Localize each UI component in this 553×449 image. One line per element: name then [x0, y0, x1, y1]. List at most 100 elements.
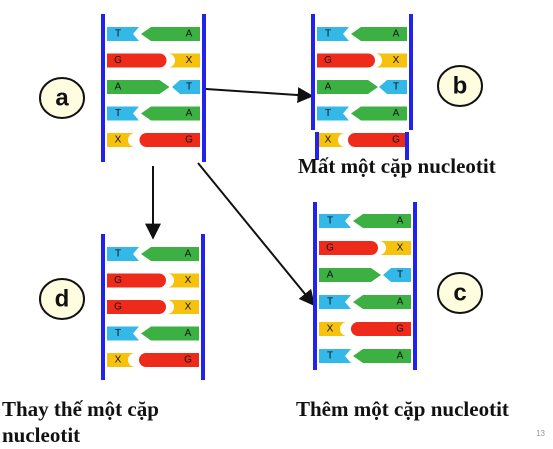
strand-b-pair-2-right-letter: T: [393, 82, 399, 93]
strand-d-pair-4-right-base: [139, 353, 199, 367]
circle-c-letter: c: [453, 280, 466, 307]
strand-b-right-backbone-lower: [405, 132, 409, 160]
strand-b-pair-3-right-letter: A: [393, 108, 400, 119]
strand-b-pair-4-left-base: [317, 133, 345, 147]
strand-d-pair-1-right-letter: X: [185, 275, 192, 286]
strand-d-pair-1-left-letter: G: [114, 275, 122, 286]
arrows-group: [145, 87, 316, 307]
strand-b-pair-2-left-base: [317, 80, 378, 94]
caption-insertion: Thêm một cặp nucleotit: [296, 397, 509, 421]
strand-c-pair-3-left-base: [319, 295, 351, 309]
strand-a-left-backbone: [101, 14, 105, 162]
caption-deletion: Mất một cặp nucleotit: [298, 154, 496, 178]
strand-c-pair-4-left-base: [319, 322, 347, 336]
circle-a: [39, 77, 85, 119]
strand-c-pair-5-right-base: [353, 349, 411, 363]
strand-a-pair-2-left-letter: A: [115, 82, 122, 93]
strand-a-pair-2-right-base: [172, 80, 200, 94]
strand-d-pair-3-left-letter: T: [115, 328, 121, 339]
circle-b: [437, 65, 483, 107]
strand-a-pair-0-left-base: [107, 27, 139, 41]
strand-c-pair-2-left-letter: A: [327, 270, 334, 281]
strand-d-pair-2-right-letter: X: [185, 302, 192, 313]
strand-d-pair-0-left-base: [107, 247, 139, 261]
label-circle-d: d: [39, 278, 85, 320]
strand-c-pair-3-right-letter: A: [397, 297, 404, 308]
strand-c-pair-0-left-letter: T: [327, 216, 333, 227]
strand-c-pair-4-left-letter: X: [327, 324, 334, 335]
strand-d-pair-3-right-base: [141, 326, 199, 341]
strand-c-pair-5-left-base: [319, 349, 351, 363]
strand-b-pair-1-left-letter: G: [324, 55, 332, 66]
strand-a-pair-4-left-base: [107, 133, 135, 147]
strand-d-pair-1-left-base: [107, 273, 166, 288]
strand-d-right-backbone: [201, 234, 205, 380]
strand-d-pair-0-left-letter: T: [115, 249, 121, 260]
strand-a-pair-3-left-base: [107, 106, 139, 121]
strand-a-pair-3-right-base: [141, 106, 200, 121]
strand-a-pair-0-right-base: [141, 27, 200, 41]
strand-b-pair-1-right-letter: X: [393, 55, 400, 66]
strand-d-pair-1-right-base: [167, 273, 199, 288]
page-number: 13: [536, 429, 545, 438]
circle-d: [39, 278, 85, 320]
strand-b-pair-3-left-letter: T: [325, 108, 331, 119]
strand-b-pair-4-left-letter: X: [325, 135, 332, 146]
strand-d-pair-2-left-letter: G: [114, 302, 122, 313]
arrow-a-to-c: [197, 162, 316, 307]
strand-b-left-backbone-lower: [315, 132, 319, 160]
circle-d-letter: d: [55, 286, 70, 313]
strand-a-pair-0-left-letter: T: [115, 29, 121, 40]
caption-substitution: Thay thế một cặp nucleotit: [2, 397, 159, 447]
strand-c-pair-3-left-letter: T: [327, 297, 333, 308]
strand-b-pair-0-left-letter: T: [325, 29, 331, 40]
strand-b-pair-2-right-base: [379, 80, 407, 94]
strand-c-right-backbone: [413, 202, 417, 370]
circle-b-letter: b: [453, 73, 468, 100]
strand-c-pair-1-right-base: [379, 241, 411, 255]
strand-b-pair-3-left-base: [317, 106, 349, 121]
strand-a-pair-1-left-base: [107, 53, 167, 68]
strand-c-pair-0-right-base: [353, 214, 411, 228]
strand-b-pair-3-right-base: [351, 106, 407, 121]
strand-d-pair-4-left-letter: X: [115, 355, 122, 366]
strand-a-pair-0-right-letter: A: [186, 29, 193, 40]
strand-b-pair-0-right-base: [351, 27, 407, 41]
label-circle-b: b: [437, 65, 483, 107]
strand-a-pair-1-right-letter: X: [186, 55, 193, 66]
arrow-a-to-b: [205, 87, 314, 104]
strand-c-pair-0-right-letter: A: [397, 216, 404, 227]
strand-d-pair-3-right-letter: A: [185, 328, 192, 339]
strand-a-pair-3-left-letter: T: [115, 108, 121, 119]
strand-d-pair-4-left-base: [107, 353, 135, 367]
strand-c-pair-2-right-letter: T: [397, 270, 403, 281]
strand-a-pair-3-right-letter: A: [186, 108, 193, 119]
strand-c-pair-0-left-base: [319, 214, 351, 228]
strand-a-right-backbone: [202, 14, 206, 162]
strand-c-pair-1-left-base: [319, 241, 378, 255]
strand-c-pair-5-right-letter: A: [397, 351, 404, 362]
strand-d-left-backbone: [101, 234, 105, 380]
strand-b-pair-1-right-base: [375, 53, 407, 68]
strand-c-pair-3-right-base: [353, 295, 411, 309]
strand-c-pair-4-right-base: [351, 322, 411, 336]
strand-a-pair-4-left-letter: X: [115, 135, 122, 146]
strand-b-pair-2-left-letter: A: [325, 82, 332, 93]
strand-d-pair-3-left-base: [107, 326, 139, 341]
strand-d-pair-2-left-base: [107, 300, 166, 314]
strand-b-pair-1-left-base: [317, 53, 375, 68]
circle-c: [437, 272, 483, 314]
strand-b-pair-4-right-base: [348, 133, 407, 147]
strand-c-pair-1-right-letter: X: [397, 243, 404, 254]
strand-c-pair-1-left-letter: G: [326, 243, 334, 254]
strand-d-pair-0-right-base: [141, 247, 199, 261]
label-circle-a: a: [39, 77, 85, 119]
strand-a-pair-2-left-base: [107, 80, 170, 94]
strand-c-pair-4-right-letter: G: [396, 324, 404, 335]
